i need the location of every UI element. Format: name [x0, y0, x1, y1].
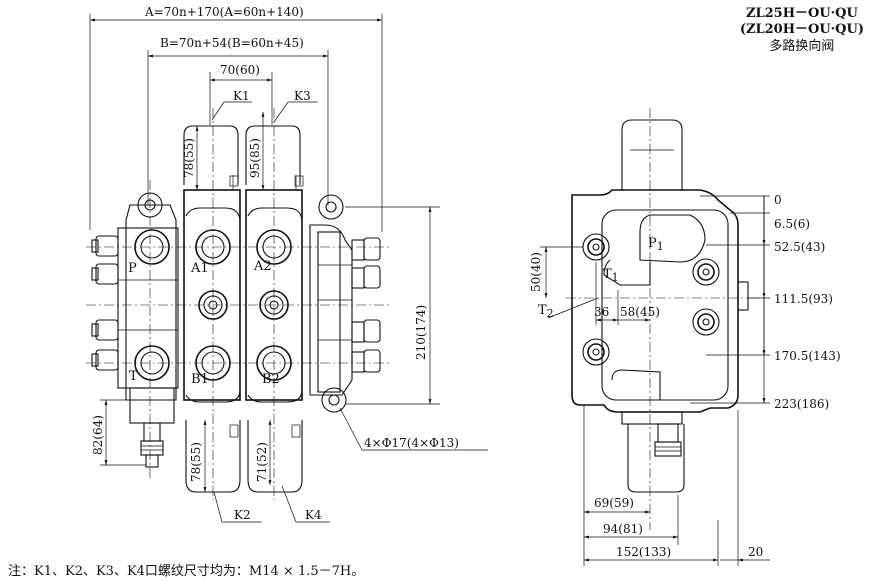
- dim-36-58: 36 58(45): [594, 262, 660, 325]
- dim-50: 50(40): [529, 246, 583, 298]
- side-bolts: [582, 233, 720, 366]
- port-b2-label: B2: [262, 372, 280, 387]
- side-right-dims: 0 6.5(6) 52.5(43) 111.5(93) 170.5(143) 2…: [690, 193, 841, 411]
- port-a1-label: A1: [190, 261, 209, 276]
- k4-label: K4: [305, 508, 322, 522]
- dim-a-label: A=70n+170(A=60n+140): [144, 5, 304, 19]
- dim-69-label: 69(59): [594, 496, 634, 510]
- port-b1-label: B1: [191, 372, 209, 387]
- upper-actuator-1: [183, 125, 239, 185]
- dim-78-bottom: 78(55): [189, 420, 207, 492]
- port-t-label: T: [129, 369, 138, 384]
- dim-b-label: B=70n+54(B=60n+45): [160, 36, 304, 50]
- dimension-70: 70(60): [209, 63, 273, 125]
- dim-52-5-label: 52.5(43): [774, 240, 825, 254]
- dim-82: 82(64): [91, 399, 146, 466]
- tail-section: [309, 194, 381, 413]
- dimension-a: A=70n+170(A=60n+140): [89, 5, 383, 232]
- front-view: A=70n+170(A=60n+140) B=70n+54(B=60n+45) …: [86, 5, 488, 523]
- dim-36-label: 36: [594, 305, 609, 319]
- dim-70-label: 70(60): [220, 63, 260, 77]
- dim-170-5-label: 170.5(143): [774, 349, 841, 363]
- mount-holes-leader: 4×Φ17(4×Φ13): [339, 407, 488, 451]
- work-section-1: A1 B1: [183, 189, 241, 403]
- port-a2-label: A2: [253, 259, 272, 274]
- valve-name: 多路换向阀: [769, 39, 835, 54]
- k1-label: K1: [233, 89, 250, 103]
- dim-82-label: 82(64): [91, 415, 105, 455]
- mount-holes-label: 4×Φ17(4×Φ13): [364, 436, 459, 450]
- dim-210-label: 210(174): [414, 305, 428, 360]
- left-plugs: [91, 235, 119, 371]
- port-p-label: P: [128, 261, 137, 276]
- side-body: [571, 189, 739, 413]
- upper-actuator-2: [245, 125, 301, 185]
- k1-leader: K1: [211, 89, 252, 121]
- inlet-section: P T: [117, 192, 179, 468]
- dim-20-label: 20: [748, 545, 763, 559]
- dim-152-label: 152(133): [616, 545, 671, 559]
- dim-58-label: 58(45): [620, 305, 660, 319]
- model-code-alt: (ZL20H－OU·QU): [739, 22, 864, 37]
- side-bottom-dims: 69(59) 94(81) 152(133) 20: [583, 405, 770, 566]
- dim-78-top: 78(55): [182, 126, 199, 190]
- dim-50-label: 50(40): [529, 252, 543, 292]
- dim-95-label: 95(85): [248, 138, 262, 178]
- lower-actuator-2: [247, 420, 303, 493]
- dimension-b: B=70n+54(B=60n+45): [147, 36, 329, 205]
- side-view: P1 T1 T2 0 6.5(6) 52.5(43) 111.5(93) 170…: [529, 108, 841, 566]
- dim-95: 95(85): [248, 112, 265, 190]
- dim-71-label: 71(52): [255, 442, 269, 482]
- k3-label: K3: [294, 89, 311, 103]
- side-bottom-flange: [621, 411, 683, 425]
- k2-leader: K2: [213, 491, 262, 523]
- dim-6-5-label: 6.5(6): [774, 217, 810, 231]
- lower-actuator-1: [185, 420, 241, 493]
- dim-78-bottom-label: 78(55): [189, 442, 203, 482]
- k2-label: K2: [234, 508, 251, 522]
- port-t1-label: T1: [603, 267, 619, 284]
- dim-78-top-label: 78(55): [182, 138, 196, 178]
- port-p1-label: P1: [648, 236, 664, 253]
- port-t2-label: T2: [538, 303, 554, 320]
- title-block: ZL25H－OU·QU (ZL20H－OU·QU) 多路换向阀: [740, 6, 864, 56]
- thread-note: 注：K1、K2、K3、K4口螺纹尺寸均为：M14 × 1.5－7H。: [8, 564, 365, 579]
- side-top-actuator: [621, 119, 683, 190]
- side-bottom-actuator: [627, 424, 685, 493]
- dim-0-label: 0: [774, 193, 782, 207]
- model-code: ZL25H－OU·QU: [745, 6, 858, 21]
- k3-leader: K3: [273, 89, 318, 123]
- dim-223-label: 223(186): [774, 397, 829, 411]
- k4-leader: K4: [281, 485, 330, 523]
- dim-111-5-label: 111.5(93): [774, 292, 833, 306]
- dim-94-label: 94(81): [603, 522, 643, 536]
- dim-210: 210(174): [345, 206, 440, 405]
- dim-71: 71(52): [255, 420, 272, 485]
